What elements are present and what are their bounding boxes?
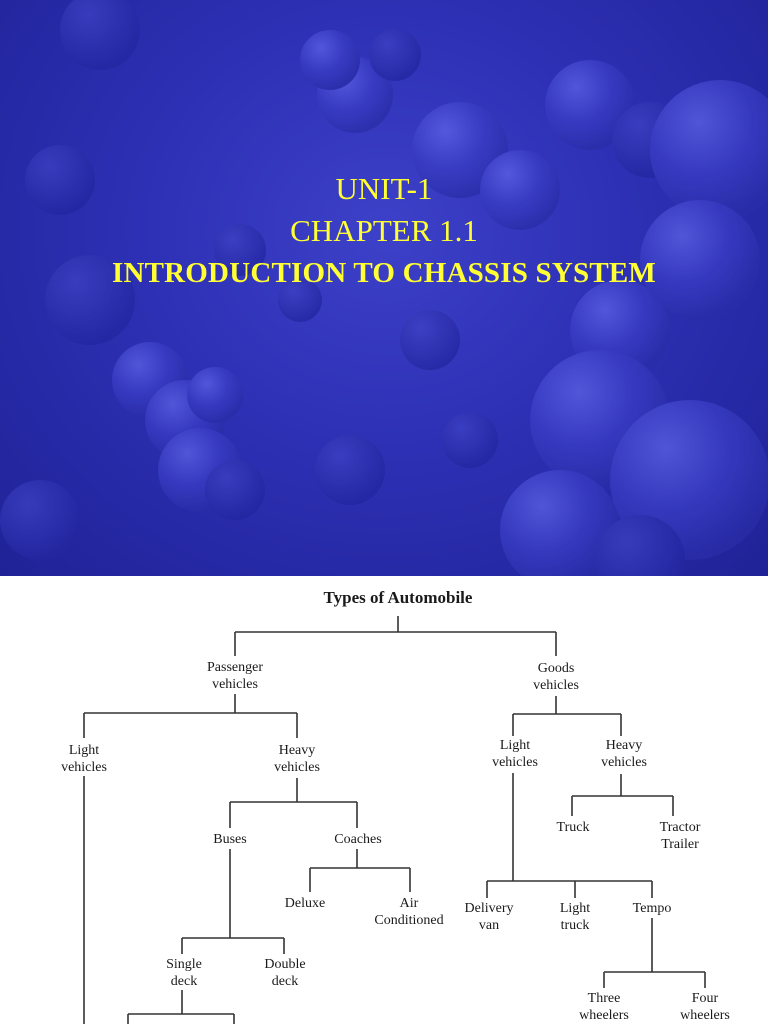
chapter-title: CHAPTER 1.1 — [290, 213, 478, 248]
slide-title-block: UNIT-1 CHAPTER 1.1 INTRODUCTION TO CHASS… — [0, 168, 768, 294]
truck-label: Truck — [556, 820, 590, 835]
four-wheelers-label: Four wheelers — [680, 990, 730, 1024]
label-line: deck — [271, 974, 299, 989]
label-line: vehicles — [61, 760, 107, 775]
label-line: Passenger — [207, 660, 263, 675]
label-line: Heavy — [278, 743, 316, 758]
goods-light-vehicles-label: Light vehicles — [492, 737, 538, 771]
automobile-types-diagram: Types of Automobile Passenger vehicles G… — [0, 576, 768, 1024]
label-line: Three — [587, 991, 621, 1006]
delivery-van-label: Delivery van — [465, 900, 514, 934]
label-line: truck — [560, 918, 590, 933]
single-deck-label: Single deck — [166, 956, 202, 990]
label-line: Light — [559, 901, 591, 916]
label-line: Trailer — [661, 837, 699, 852]
light-truck-label: Light truck — [560, 900, 590, 934]
label-line: vehicles — [601, 755, 647, 770]
tempo-label: Tempo — [632, 901, 672, 916]
label-line: Single — [166, 957, 202, 972]
coaches-label: Coaches — [334, 832, 382, 847]
label-line: vehicles — [212, 677, 258, 692]
label-line: Air — [399, 896, 419, 911]
passenger-heavy-vehicles-label: Heavy vehicles — [274, 742, 320, 776]
label-line: wheelers — [579, 1008, 629, 1023]
deluxe-label: Deluxe — [284, 896, 326, 911]
goods-vehicles-label: Goods vehicles — [533, 660, 579, 694]
three-wheelers-label: Three wheelers — [579, 990, 629, 1024]
passenger-light-vehicles-label: Light vehicles — [61, 742, 107, 776]
molecule-background-image — [0, 0, 768, 576]
label-line: Conditioned — [374, 913, 444, 928]
tree-connector-lines — [83, 616, 706, 1024]
label-line: Heavy — [605, 738, 643, 753]
label-line: Tractor — [659, 820, 701, 835]
root-label: Types of Automobile — [323, 588, 473, 607]
label-line: van — [478, 918, 500, 933]
unit-title: UNIT-1 — [335, 171, 433, 206]
label-line: Double — [264, 957, 306, 972]
buses-label: Buses — [213, 832, 247, 847]
label-line: deck — [170, 974, 198, 989]
double-deck-label: Double deck — [264, 956, 305, 990]
label-line: Delivery — [464, 901, 514, 916]
label-line: Four — [691, 991, 719, 1006]
label-line: Light — [68, 743, 100, 758]
tractor-trailer-label: Tractor Trailer — [660, 819, 701, 853]
title-slide: UNIT-1 CHAPTER 1.1 INTRODUCTION TO CHASS… — [0, 0, 768, 576]
passenger-vehicles-label: Passenger vehicles — [207, 659, 263, 693]
label-line: vehicles — [533, 678, 579, 693]
air-conditioned-label: Air Conditioned — [374, 895, 443, 929]
goods-heavy-vehicles-label: Heavy vehicles — [601, 737, 647, 771]
label-line: Light — [499, 738, 531, 753]
label-line: vehicles — [492, 755, 538, 770]
label-line: wheelers — [680, 1008, 730, 1023]
main-title: INTRODUCTION TO CHASSIS SYSTEM — [111, 257, 656, 289]
label-line: Goods — [537, 661, 575, 676]
label-line: vehicles — [274, 760, 320, 775]
